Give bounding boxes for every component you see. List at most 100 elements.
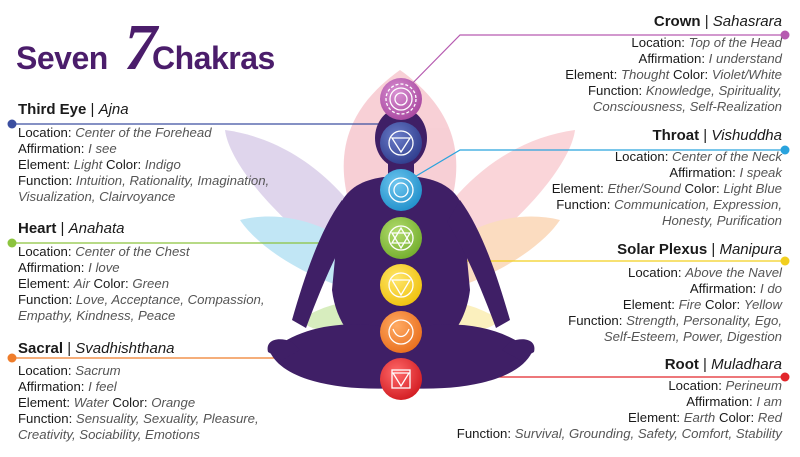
affirmation-label: Affirmation:: [686, 394, 753, 409]
crown-name: Crown: [653, 13, 701, 30]
sacral-function-row: Function: Sensuality, Sexuality, Pleasur…: [18, 411, 259, 427]
third-eye-sanskrit: Ajna: [98, 101, 129, 118]
solar-plexus-color: Yellow: [743, 297, 782, 312]
solar-plexus-function-row: Function: Strength, Personality, Ego,: [568, 313, 782, 329]
crown-element-row: Element: Thought Color: Violet/White: [565, 67, 782, 83]
throat-location: Center of the Neck: [672, 149, 782, 164]
function-label: Function:: [568, 313, 623, 328]
throat-name: Throat: [652, 127, 700, 144]
solar-plexus-name: Solar Plexus: [617, 241, 708, 258]
solar-plexus-chakra-icon: [380, 264, 422, 306]
throat-dot-icon: [780, 145, 790, 155]
location-label: Location:: [18, 244, 72, 259]
location-label: Location:: [18, 363, 72, 378]
crown-affirmation: I understand: [708, 51, 782, 66]
heart-sanskrit: Anahata: [68, 220, 125, 237]
chakra-circles: [380, 78, 422, 400]
throat-heading: Throat | Vishuddha: [652, 127, 782, 144]
root-element-row: Element: Earth Color: Red: [457, 410, 782, 426]
sacral-function-line-2: Creativity, Sociability, Emotions: [18, 427, 200, 442]
function-label: Function:: [18, 292, 73, 307]
crown-function-line-2: Consciousness, Self-Realization: [592, 99, 782, 114]
solar-plexus-affirmation-row: Affirmation: I do: [568, 281, 782, 297]
title-word-chakras: Chakras: [152, 40, 275, 76]
sacral-location-row: Location: Sacrum: [18, 363, 259, 379]
sacral-affirmation-row: Affirmation: I feel: [18, 379, 259, 395]
third-eye-location: Center of the Forehead: [75, 125, 212, 140]
crown-chakra-icon: [380, 78, 422, 120]
crown-color: Violet/White: [711, 67, 782, 82]
throat-affirmation-row: Affirmation: I speak: [552, 165, 782, 181]
crown-dot-icon: [780, 30, 790, 40]
color-label: Color:: [705, 297, 741, 312]
third-eye-chakra-icon: [380, 122, 422, 164]
heart-function-row: Function: Love, Acceptance, Compassion,: [18, 292, 265, 308]
crown-info: Crown | Sahasrara Location: Top of the H…: [565, 12, 782, 115]
crown-function-line-1: Knowledge, Spirituality,: [645, 83, 782, 98]
sacral-sanskrit: Svadhishthana: [75, 340, 175, 357]
affirmation-label: Affirmation:: [638, 51, 705, 66]
third-eye-name: Third Eye: [18, 101, 87, 118]
function-label: Function:: [18, 173, 73, 188]
color-label: Color:: [718, 410, 755, 425]
heart-element: Air: [73, 276, 90, 291]
crown-function-row: Function: Knowledge, Spirituality,: [565, 83, 782, 99]
crown-location: Top of the Head: [688, 35, 782, 50]
throat-connector: [400, 149, 785, 186]
root-heading: Root | Muladhara: [664, 356, 782, 373]
third-eye-info: Third Eye | Ajna Location: Center of the…: [18, 100, 269, 205]
sacral-dot-icon: [7, 353, 17, 363]
throat-info: Throat | Vishuddha Location: Center of t…: [552, 126, 782, 229]
throat-chakra-icon: [380, 169, 422, 211]
affirmation-label: Affirmation:: [689, 281, 757, 296]
third-eye-function-row: Function: Intuition, Rationality, Imagin…: [18, 173, 269, 189]
heart-function-line-1: Love, Acceptance, Compassion,: [75, 292, 265, 307]
color-label: Color:: [673, 67, 709, 82]
solar-plexus-location-row: Location: Above the Navel: [568, 265, 782, 281]
location-label: Location:: [18, 125, 72, 140]
throat-element-row: Element: Ether/Sound Color: Light Blue: [552, 181, 782, 197]
solar-plexus-element: Fire: [678, 297, 702, 312]
function-label: Function:: [587, 83, 643, 98]
heart-dot-icon: [7, 238, 17, 248]
sacral-info: Sacral | Svadhishthana Location: Sacrum …: [18, 339, 259, 443]
function-label: Function:: [18, 411, 73, 426]
heart-info: Heart | Anahata Location: Center of the …: [18, 219, 265, 324]
sacral-element-row: Element: Water Color: Orange: [18, 395, 259, 411]
affirmation-label: Affirmation:: [18, 379, 85, 394]
element-label: Element:: [628, 410, 681, 425]
root-name: Root: [664, 356, 699, 373]
solar-plexus-function-line-1: Strength, Personality, Ego,: [626, 313, 782, 328]
root-location-row: Location: Perineum: [457, 378, 782, 394]
location-label: Location:: [614, 149, 669, 164]
element-label: Element:: [18, 395, 71, 410]
function-label: Function:: [456, 426, 512, 441]
throat-location-row: Location: Center of the Neck: [552, 149, 782, 165]
element-label: Element:: [18, 276, 71, 291]
heart-element-row: Element: Air Color: Green: [18, 276, 265, 292]
element-label: Element:: [622, 297, 675, 312]
function-label: Function:: [556, 197, 611, 212]
third-eye-affirmation: I see: [88, 141, 117, 156]
root-function-row: Function: Survival, Grounding, Safety, C…: [457, 426, 782, 442]
heart-location: Center of the Chest: [75, 244, 190, 259]
solar-plexus-sanskrit: Manipura: [719, 241, 782, 258]
heart-affirmation-row: Affirmation: I love: [18, 260, 265, 276]
heart-chakra-icon: [380, 217, 422, 259]
sacral-affirmation: I feel: [88, 379, 117, 394]
solar-plexus-element-row: Element: Fire Color: Yellow: [568, 297, 782, 313]
heart-affirmation: I love: [88, 260, 120, 275]
third-eye-function-line-1: Intuition, Rationality, Imagination,: [75, 173, 270, 188]
solar-plexus-info: Solar Plexus | Manipura Location: Above …: [568, 240, 782, 345]
root-element: Earth: [683, 410, 716, 425]
title-numeral-seven: 7: [124, 11, 157, 84]
heart-name: Heart: [18, 220, 57, 237]
solar-plexus-heading: Solar Plexus | Manipura: [617, 241, 782, 258]
title-word-seven: Seven: [16, 40, 108, 76]
page-title: Seven 7 Chakras: [16, 11, 316, 84]
root-function-line-1: Survival, Grounding, Safety, Comfort, St…: [514, 426, 782, 441]
throat-color: Light Blue: [723, 181, 782, 196]
sacral-chakra-icon: [380, 311, 422, 353]
